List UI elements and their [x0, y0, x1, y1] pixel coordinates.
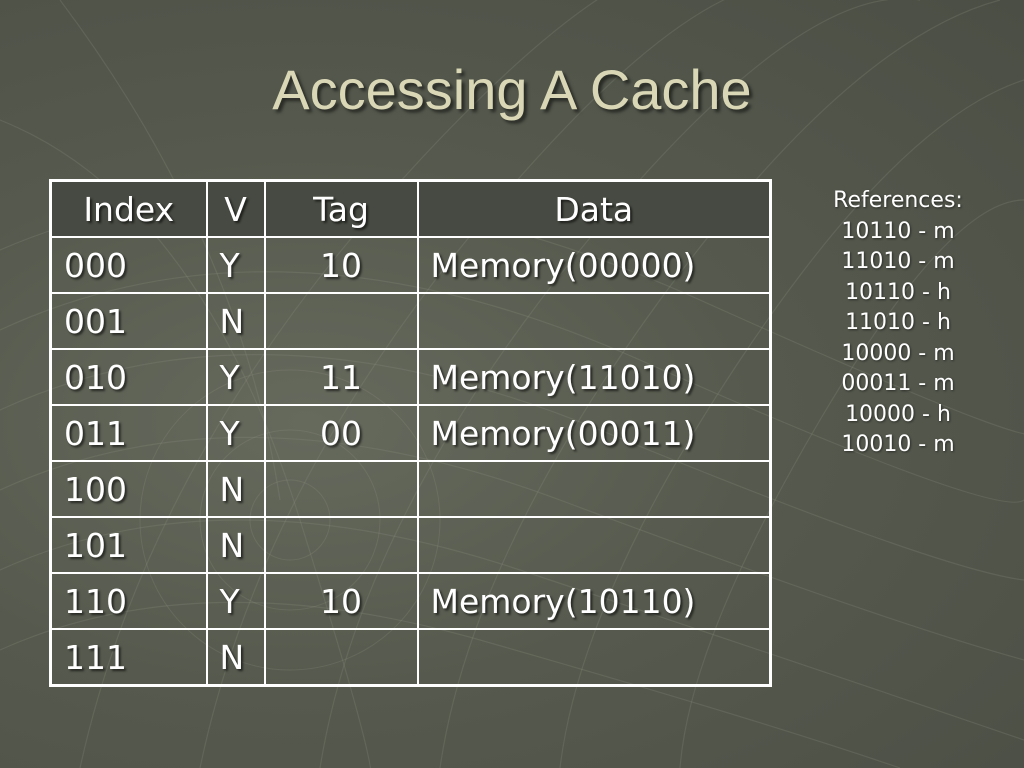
cell-data [416, 628, 772, 687]
reference-item: 11010 - h [845, 310, 951, 335]
reference-item: 10110 - m [841, 218, 955, 244]
header-tag: Tag [263, 179, 419, 238]
table-header-row: Index V Tag Data [49, 179, 772, 238]
cell-data: Memory(11010) [416, 348, 772, 406]
table-row: 101 N [49, 516, 772, 574]
reference-item: 10000 - m [841, 340, 955, 366]
cell-data: Memory(00000) [416, 236, 772, 294]
cell-index: 010 [49, 348, 208, 406]
cell-tag: 10 [263, 572, 419, 630]
table-row: 010 Y 11 Memory(11010) [49, 348, 772, 406]
cache-table: Index V Tag Data 000 Y 10 Memory(00000) … [49, 179, 772, 687]
reference-item: 11010 - m [841, 249, 955, 274]
cell-index: 000 [49, 236, 208, 294]
slide-title: Accessing A Cache [272, 58, 752, 121]
reference-item: 10000 - h [845, 401, 951, 427]
cell-index: 011 [49, 404, 208, 462]
cell-tag [263, 292, 419, 350]
cell-tag: 11 [263, 348, 419, 406]
cell-data [416, 292, 772, 350]
cell-tag: 00 [263, 404, 419, 462]
cell-valid: Y [205, 404, 266, 462]
reference-item: 10010 - m [841, 432, 955, 457]
cell-data: Memory(10110) [416, 572, 772, 630]
header-data: Data [416, 179, 772, 238]
cell-valid: N [205, 628, 266, 687]
cell-data [416, 460, 772, 518]
references-list: References: 10110 - m 11010 - m 10110 - … [808, 186, 988, 461]
cell-tag [263, 460, 419, 518]
table-row: 000 Y 10 Memory(00000) [49, 236, 772, 294]
header-valid: V [205, 179, 266, 238]
reference-item: 00011 - m [841, 371, 955, 396]
cell-valid: Y [205, 236, 266, 294]
header-index: Index [49, 179, 208, 238]
cell-valid: Y [205, 348, 266, 406]
cell-valid: N [205, 460, 266, 518]
table-row: 111 N [49, 628, 772, 687]
reference-item: 10110 - h [845, 279, 951, 305]
cell-data: Memory(00011) [416, 404, 772, 462]
references-heading: References: [833, 188, 963, 213]
cell-tag [263, 628, 419, 687]
cell-valid: N [205, 292, 266, 350]
cell-index: 110 [49, 572, 208, 630]
cell-tag [263, 516, 419, 574]
cell-data [416, 516, 772, 574]
cell-index: 001 [49, 292, 208, 350]
cell-index: 100 [49, 460, 208, 518]
cell-index: 111 [49, 628, 208, 687]
table-row: 100 N [49, 460, 772, 518]
cell-valid: Y [205, 572, 266, 630]
cell-index: 101 [49, 516, 208, 574]
cell-tag: 10 [263, 236, 419, 294]
cell-valid: N [205, 516, 266, 574]
table-row: 110 Y 10 Memory(10110) [49, 572, 772, 630]
table-row: 001 N [49, 292, 772, 350]
table-row: 011 Y 00 Memory(00011) [49, 404, 772, 462]
